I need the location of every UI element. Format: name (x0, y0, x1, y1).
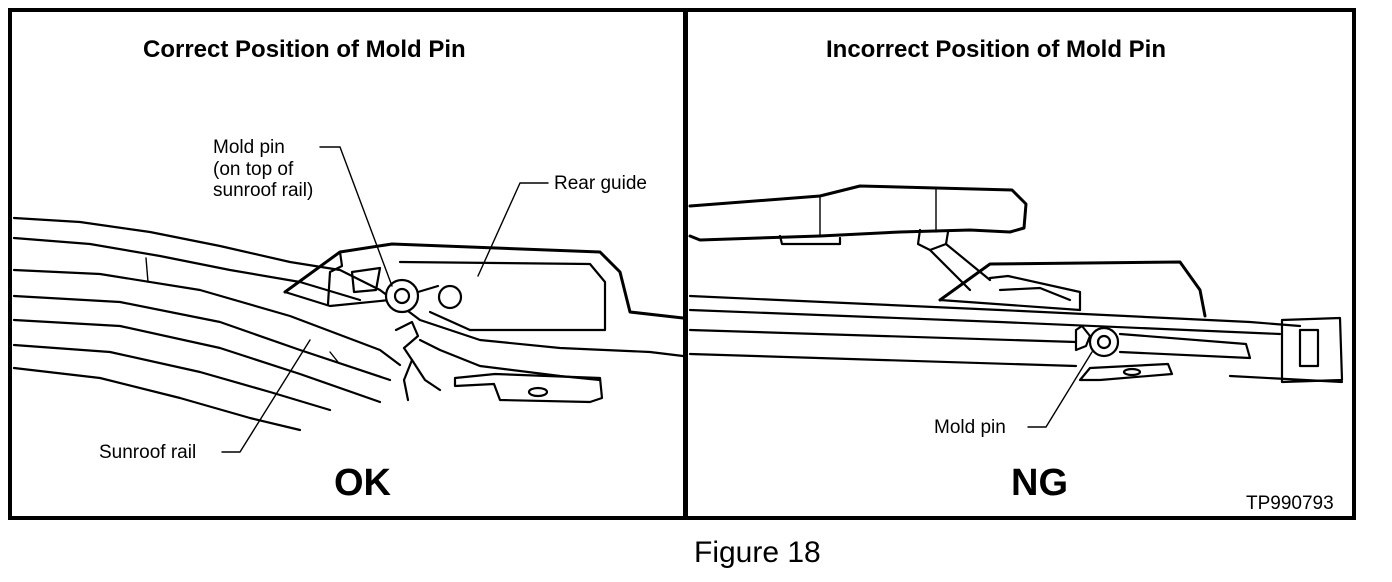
rear-guide-label: Rear guide (554, 173, 647, 194)
ok-status-label: OK (334, 462, 391, 504)
ng-status-label: NG (1011, 462, 1068, 504)
mold-pin-label-ng: Mold pin (934, 417, 1006, 438)
figure-caption: Figure 18 (694, 536, 821, 569)
mold-pin-label-line1: Mold pin (213, 137, 285, 158)
right-illustration (688, 184, 1344, 428)
left-panel-title: Correct Position of Mold Pin (143, 36, 466, 63)
mold-pin-label-line3: sunroof rail) (213, 180, 314, 201)
mold-pin-label-line2: (on top of (213, 159, 294, 180)
figure-code: TP990793 (1246, 493, 1334, 514)
panel-divider (683, 8, 688, 520)
right-panel-title: Incorrect Position of Mold Pin (826, 36, 1167, 63)
figure-frame (8, 8, 1356, 520)
left-illustration (12, 146, 685, 453)
sunroof-rail-label: Sunroof rail (99, 442, 197, 463)
